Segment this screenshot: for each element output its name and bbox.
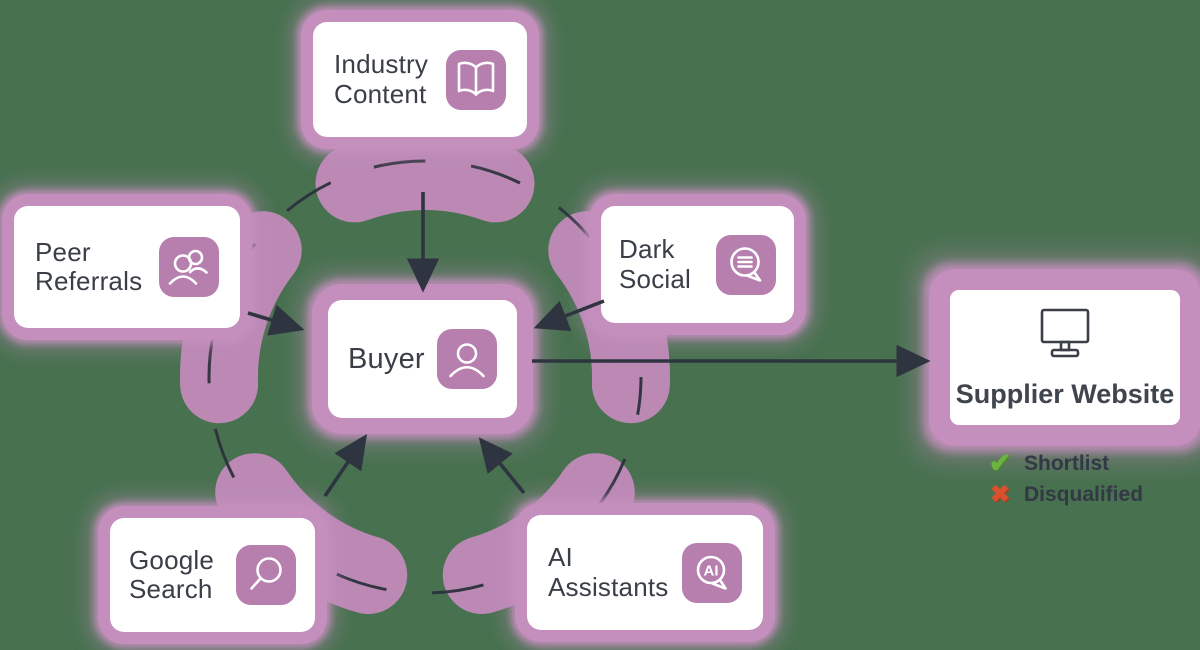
- legend-label: Shortlist: [1024, 451, 1110, 475]
- node-label: Buyer: [348, 342, 425, 375]
- node-dark-social: Dark Social: [601, 206, 794, 323]
- legend-row-shortlist: ✔ Shortlist: [984, 448, 1143, 479]
- open-book-icon: [446, 49, 506, 110]
- monitor-icon: [1025, 306, 1105, 369]
- arrow-google-to-buyer: [323, 434, 368, 498]
- person-icon: [437, 329, 497, 389]
- node-ai-assistants: AI Assistants AI: [527, 515, 763, 630]
- node-label: Dark Social: [619, 234, 692, 294]
- node-buyer: Buyer: [328, 300, 517, 418]
- node-label: Industry Content: [334, 49, 429, 109]
- magnifier-icon: [236, 545, 296, 605]
- node-label: Supplier Website: [955, 378, 1175, 409]
- cross-icon: ✖: [989, 480, 1011, 508]
- node-label: Peer Referrals: [35, 236, 143, 296]
- node-peer-referrals: Peer Referrals: [14, 206, 240, 328]
- two-people-icon: [159, 237, 219, 297]
- arrow-peer-to-buyer: [247, 304, 305, 336]
- ring-segment-top: [315, 132, 535, 223]
- node-label: Google Search: [129, 544, 215, 604]
- node-google-search: Google Search: [110, 518, 315, 632]
- node-supplier-website: Supplier Website: [950, 290, 1180, 425]
- outcome-legend: ✔ Shortlist ✖ Disqualified: [984, 448, 1143, 510]
- arrow-dark-to-buyer: [533, 299, 605, 332]
- arrow-ai-to-buyer: [478, 437, 526, 495]
- ai-chat-bubble-icon: AI: [682, 542, 742, 603]
- chat-bubble-lines-icon: [716, 234, 776, 295]
- check-icon: ✔: [988, 448, 1012, 478]
- legend-label: Disqualified: [1024, 482, 1144, 506]
- ai-badge-text: AI: [704, 562, 719, 579]
- node-industry-content: Industry Content: [313, 22, 527, 137]
- legend-row-disqualified: ✖ Disqualified: [984, 479, 1143, 510]
- node-label: AI Assistants: [548, 542, 669, 602]
